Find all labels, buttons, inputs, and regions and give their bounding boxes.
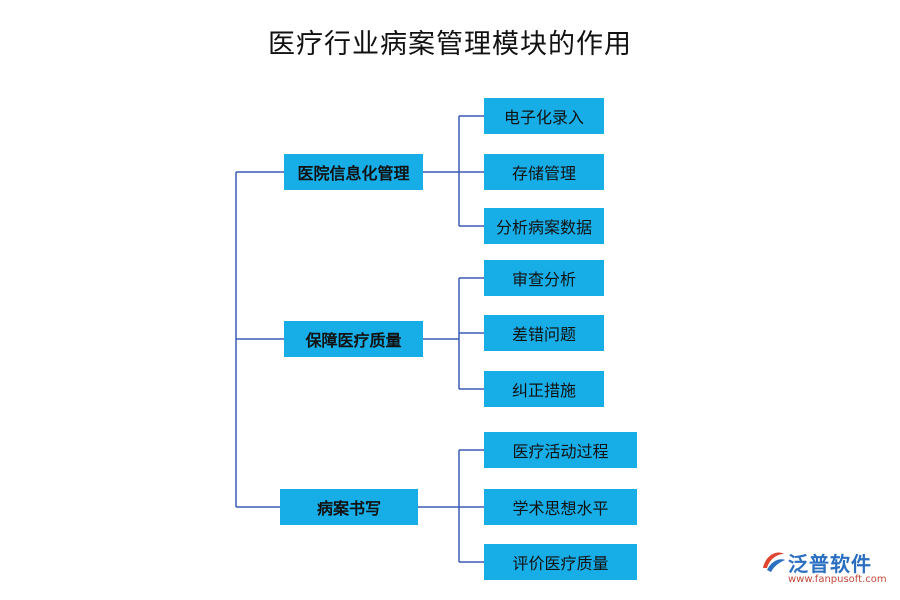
leaf-node-2-1: 审查分析 (484, 260, 604, 296)
leaf-node-1-1: 电子化录入 (484, 98, 604, 134)
branch-node-1: 医院信息化管理 (284, 154, 423, 190)
brand-name: 泛普软件 (788, 552, 872, 576)
leaf-node-2-3: 纠正措施 (484, 371, 604, 407)
brand-logo: 泛普软件 www.fanpusoft.com (758, 546, 888, 590)
leaf-node-1-3: 分析病案数据 (484, 208, 604, 244)
branch-node-2: 保障医疗质量 (284, 321, 423, 357)
leaf-node-3-1: 医疗活动过程 (484, 432, 637, 468)
diagram-title: 医疗行业病案管理模块的作用 (268, 29, 632, 60)
brand-url: www.fanpusoft.com (788, 574, 887, 585)
leaf-node-3-3: 评价医疗质量 (484, 544, 637, 580)
leaf-node-3-2: 学术思想水平 (484, 489, 637, 525)
leaf-node-2-2: 差错问题 (484, 315, 604, 351)
branch-node-3: 病案书写 (280, 489, 418, 525)
brand-mark-icon (763, 552, 785, 572)
leaf-node-1-2: 存储管理 (484, 154, 604, 190)
